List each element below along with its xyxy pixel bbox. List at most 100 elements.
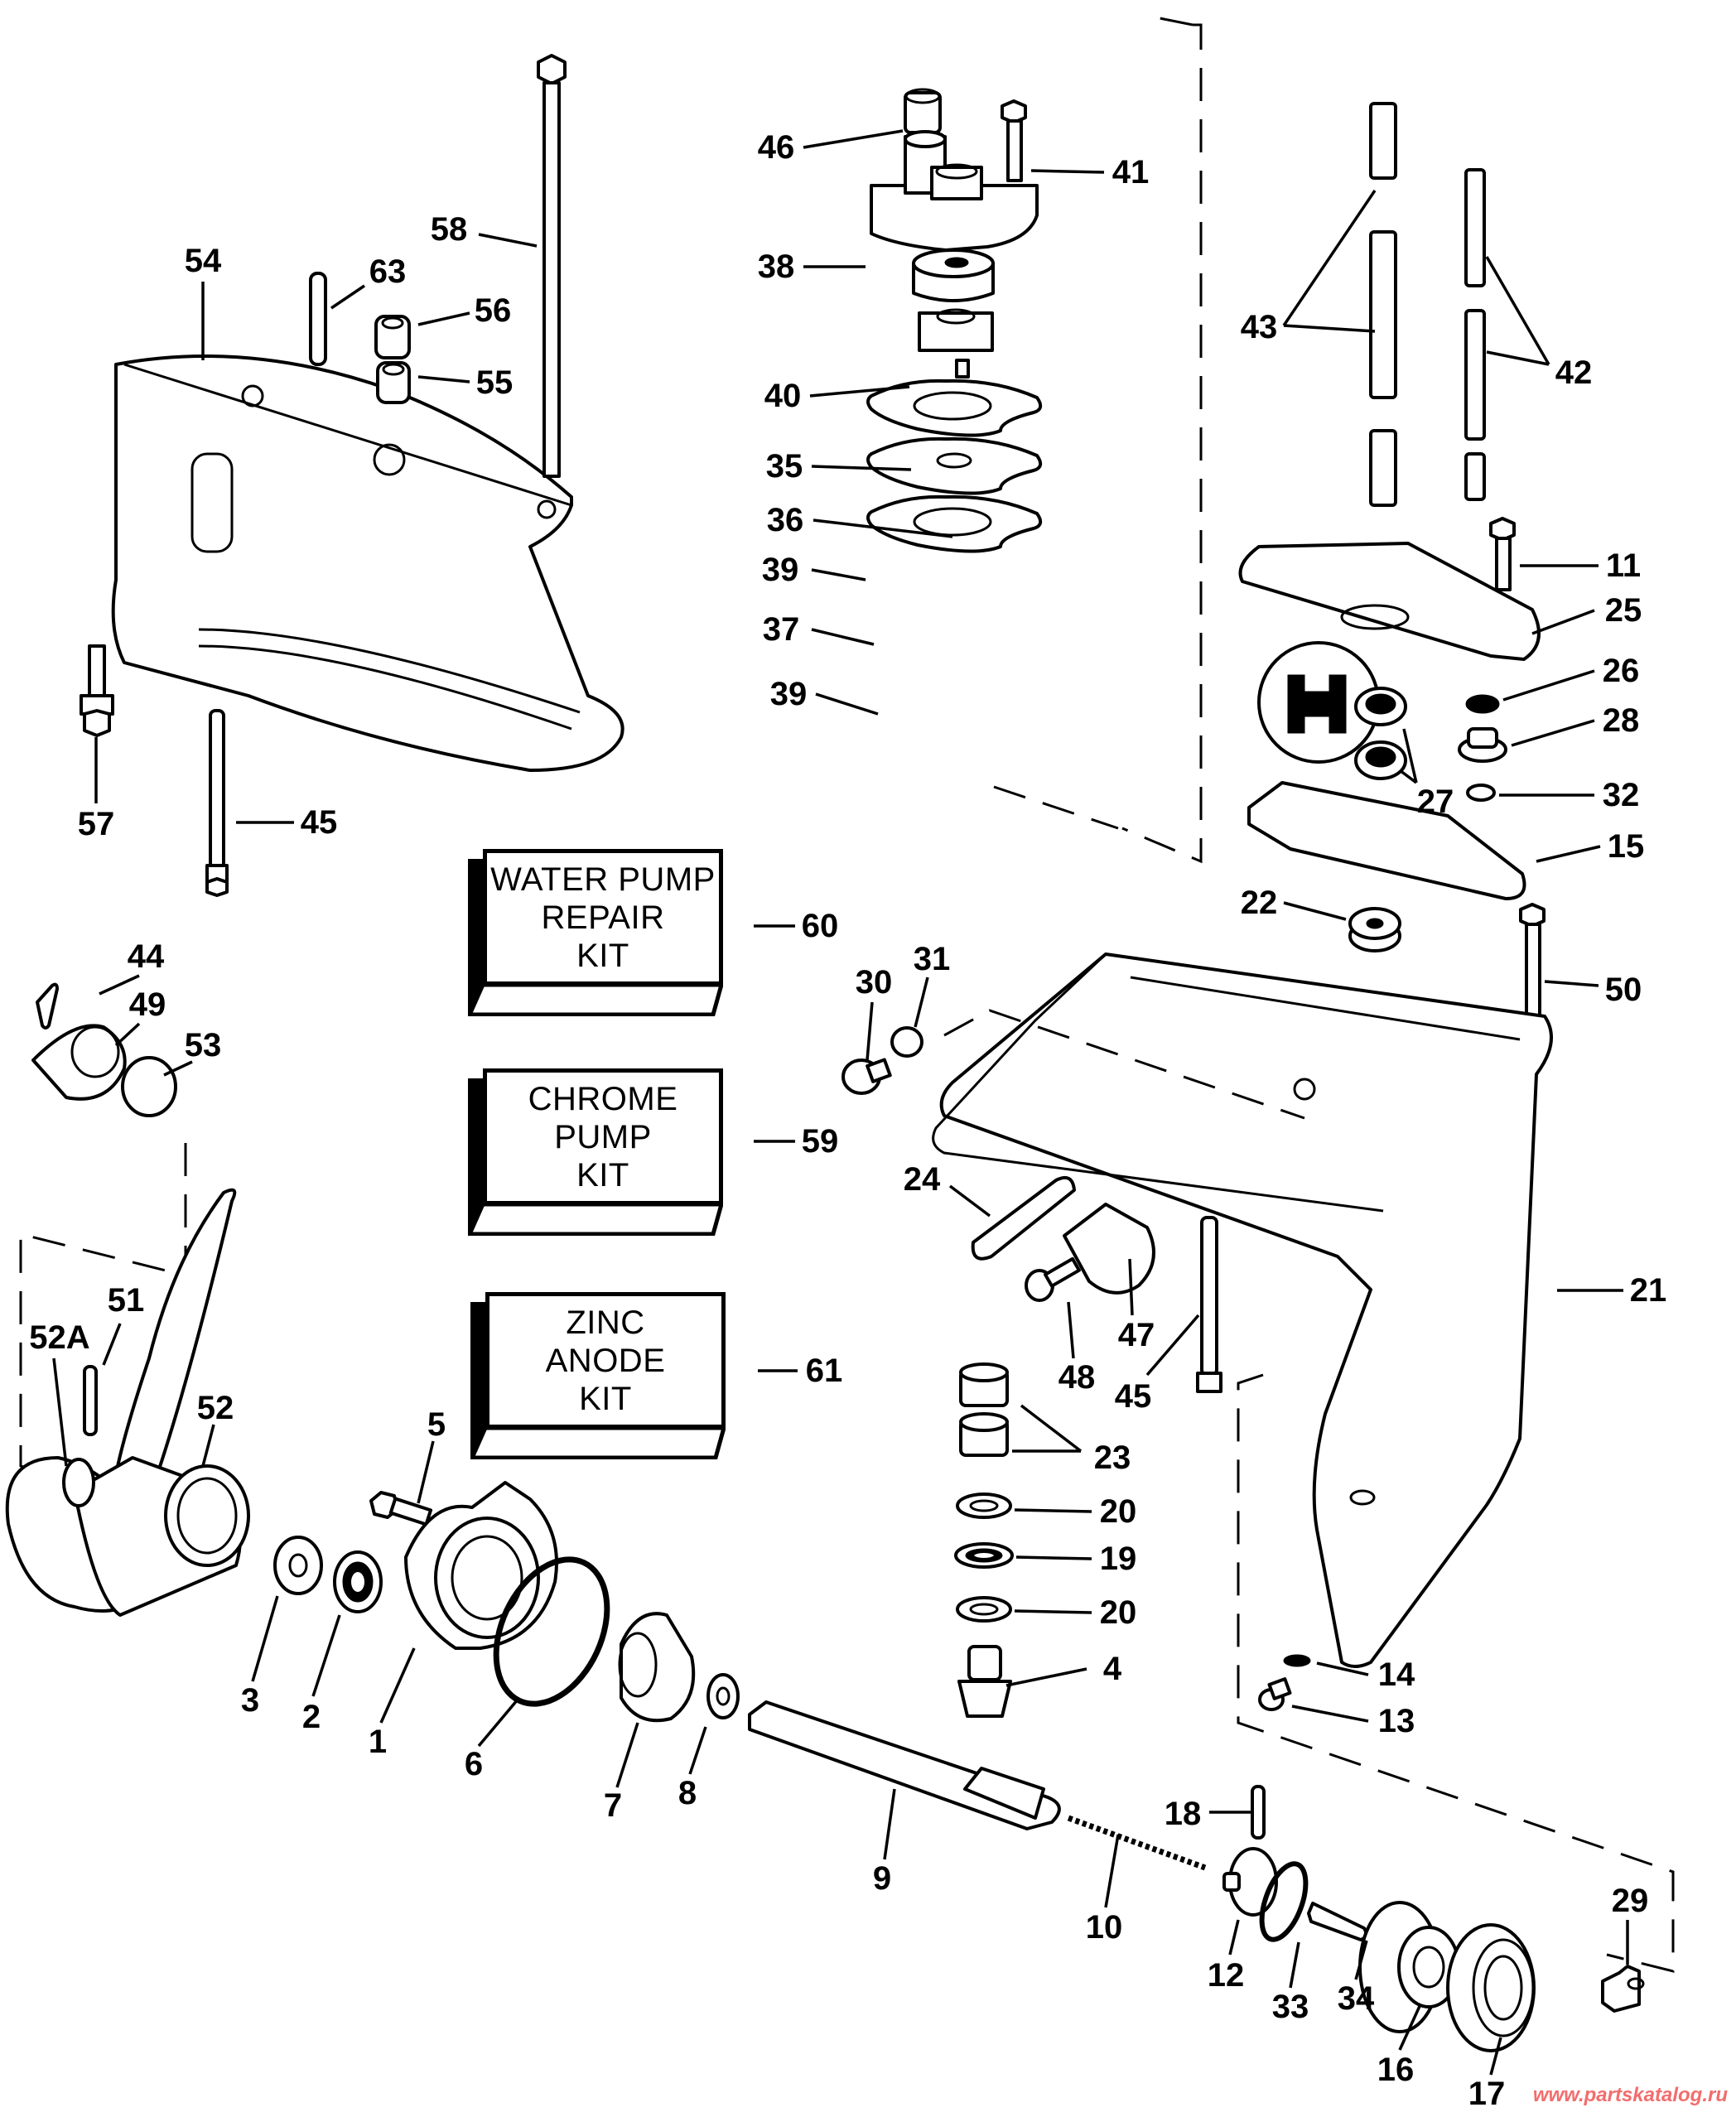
callout-label: 33 (1271, 1989, 1309, 2025)
pin-63-part (309, 272, 327, 366)
leader-lines (52, 129, 1629, 2076)
thrust-bearing-19-part (954, 1542, 1014, 1569)
callout-label: 34 (1337, 1980, 1375, 2017)
gasket-14-part (1283, 1654, 1311, 1667)
kit-label-line: CHROME (528, 1080, 678, 1117)
key-36-part (955, 359, 970, 379)
pin-51-part (83, 1365, 98, 1436)
callout-label: 4 (1102, 1651, 1122, 1687)
impeller-housing-40-part (912, 248, 995, 302)
bearing-housing-1-part (404, 1481, 558, 1650)
callout-label: 2 (301, 1699, 321, 1735)
callout-label: 29 (1611, 1883, 1649, 1919)
callout-label: 8 (678, 1775, 697, 1811)
callout-label: 63 (369, 253, 407, 290)
callout-label: 21 (1629, 1272, 1667, 1309)
callout-label: 30 (855, 964, 893, 1001)
thrust-washer-3-part (273, 1536, 323, 1595)
callout-label: 38 (757, 248, 795, 285)
callout-label: 39 (761, 552, 799, 588)
assembly-dash-line (993, 17, 1203, 864)
callout-label: 3 (240, 1682, 260, 1719)
callout-label: 49 (128, 986, 166, 1023)
propeller-52-part (5, 1188, 250, 1617)
driveshaft-43-part (1369, 102, 1397, 507)
bevel-gear-7-part (618, 1612, 696, 1723)
bearing-23-upper-part (959, 1362, 1009, 1407)
washer-20-upper-part (956, 1493, 1012, 1519)
driveshaft-42-part (1464, 168, 1486, 501)
bearing-17-part (1446, 1923, 1536, 2052)
kit-label-line: ANODE (545, 1342, 666, 1379)
callout-label: 36 (766, 502, 804, 538)
callout-label: 57 (77, 806, 115, 842)
reverse-gear-16-part (1358, 1901, 1460, 2033)
callout-label: 40 (764, 378, 802, 414)
bolt-41-part (1001, 99, 1027, 182)
plate-37-part (866, 436, 1043, 495)
callout-label: 14 (1377, 1656, 1415, 1693)
cover-47-part (1063, 1203, 1155, 1295)
screw-48-part (1025, 1256, 1081, 1302)
callout-label: 26 (1602, 653, 1640, 689)
callout-label: 18 (1164, 1796, 1202, 1832)
kit-label-line: KIT (576, 937, 629, 974)
callout-label: 16 (1377, 2052, 1415, 2088)
kit-label-line: KIT (576, 1156, 629, 1194)
chrome-pump-kit-box: CHROME PUMP KIT (468, 1068, 725, 1236)
callout-label: 27 (1416, 784, 1454, 820)
callout-label: 41 (1112, 154, 1150, 190)
clip-32-part (1466, 784, 1496, 802)
adapter-plate-25-part (1238, 542, 1541, 661)
callout-label: 28 (1602, 702, 1640, 739)
seal-detail-27-part (1257, 641, 1407, 780)
clutch-dog-12-part (1222, 1847, 1278, 1917)
bolt-57-part (80, 644, 114, 737)
kit-label-line: REPAIR (541, 899, 665, 936)
callout-label: 45 (1114, 1378, 1152, 1415)
bushing-22-part (1348, 907, 1401, 952)
callout-label: 11 (1605, 547, 1642, 584)
callout-label: 35 (765, 448, 803, 485)
callout-label: 55 (475, 364, 514, 401)
pump-housing-38-part (870, 130, 1039, 252)
zinc-anode-kit-box: ZINC ANODE KIT (470, 1292, 727, 1459)
callout-label: 52 (196, 1390, 234, 1426)
impeller-35-part (918, 308, 994, 352)
callout-label: 42 (1555, 354, 1593, 391)
callout-label: 1 (368, 1724, 388, 1760)
callout-label: 48 (1058, 1359, 1096, 1396)
callout-label: 13 (1377, 1703, 1415, 1739)
screw-30-part (841, 1058, 892, 1095)
gearcase-21-part (932, 952, 1553, 1668)
grommet-56-part (374, 315, 411, 359)
spring-10-part (1067, 1815, 1207, 1871)
callout-label: 47 (1117, 1317, 1155, 1353)
callout-label: 6 (464, 1746, 484, 1782)
callout-label: 53 (184, 1027, 222, 1063)
bearing-23-lower-part (959, 1412, 1009, 1457)
callout-label: 44 (127, 938, 165, 975)
bushing-28-part (1458, 727, 1507, 763)
callout-label: 56 (474, 292, 512, 329)
kit-label-line: ZINC (566, 1304, 645, 1341)
grommet-55-part (376, 361, 411, 404)
callout-label: 7 (603, 1787, 623, 1824)
callout-label: 20 (1099, 1493, 1137, 1530)
bolt-5-part (369, 1491, 433, 1526)
callout-label: 58 (430, 211, 468, 248)
callout-label: 20 (1099, 1594, 1137, 1631)
gasket-15-part (1247, 781, 1526, 900)
prop-nut-49-part (31, 1024, 127, 1101)
callout-label: 12 (1207, 1957, 1245, 1994)
callout-label: 24 (903, 1161, 941, 1198)
shift-lever-29-part (1601, 1965, 1645, 2013)
pinion-4-part (957, 1645, 1012, 1718)
washer-31-part (890, 1026, 923, 1058)
callout-label: 50 (1604, 972, 1642, 1008)
callout-label: 54 (184, 243, 222, 279)
gasket-39-lower-part (866, 494, 1043, 553)
screw-13-part (1258, 1677, 1292, 1711)
grommet-46-part (904, 88, 942, 134)
